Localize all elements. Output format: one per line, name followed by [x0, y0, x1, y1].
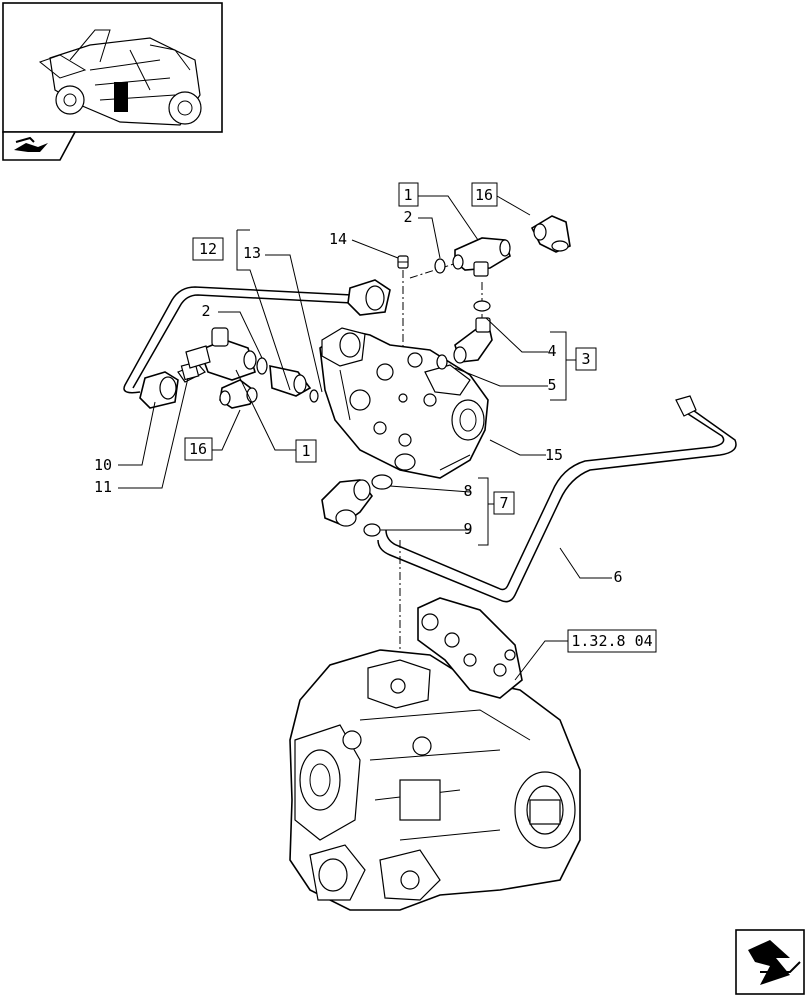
label-12[interactable]: 12: [192, 237, 224, 261]
exploded-view-tab-icon[interactable]: [2, 131, 77, 161]
seal-8: [371, 474, 393, 490]
label-4[interactable]: 4: [547, 342, 556, 360]
svg-text:16: 16: [475, 186, 493, 204]
pipe-10: [123, 279, 391, 409]
tee-fitting-1-top: [452, 237, 511, 277]
svg-text:7: 7: [499, 494, 508, 512]
label-16-top[interactable]: 16: [471, 182, 498, 207]
svg-text:16: 16: [189, 440, 207, 458]
label-1-top[interactable]: 1: [398, 182, 419, 207]
seal-4: [473, 300, 491, 312]
leader-lines: [118, 195, 612, 681]
label-reference-1-32-8-04[interactable]: 1.32.8 04: [567, 629, 657, 653]
label-10[interactable]: 10: [94, 456, 112, 474]
adapter-13: [269, 364, 319, 403]
svg-text:1: 1: [301, 442, 310, 460]
svg-text:1.32.8 04: 1.32.8 04: [571, 632, 652, 650]
elbow-fitting-16-top: [530, 215, 571, 253]
label-14[interactable]: 14: [329, 230, 347, 248]
label-1-left[interactable]: 1: [295, 439, 317, 463]
svg-text:1: 1: [403, 186, 412, 204]
label-8[interactable]: 8: [463, 482, 472, 500]
tee-fitting-left: [185, 327, 257, 381]
label-2-left[interactable]: 2: [201, 302, 210, 320]
bolt-14: [397, 255, 409, 269]
overview-thumbnail[interactable]: [2, 2, 223, 161]
seal-ring-right: [436, 354, 448, 370]
seal-ring-left: [256, 357, 268, 375]
label-3[interactable]: 3: [575, 347, 597, 371]
elbow-fitting-16-left: [219, 379, 258, 409]
svg-text:3: 3: [581, 350, 590, 368]
label-13[interactable]: 13: [243, 244, 261, 262]
tractor-overview-thumbnail-icon: [38, 29, 202, 126]
pipe-6: [377, 395, 737, 603]
seal-9: [363, 523, 381, 537]
label-11[interactable]: 11: [94, 478, 112, 496]
hydraulic-pump: [289, 597, 581, 911]
label-9[interactable]: 9: [463, 520, 472, 538]
svg-text:12: 12: [199, 240, 217, 258]
label-2-top[interactable]: 2: [403, 208, 412, 226]
elbow-fitting-5: [453, 317, 493, 364]
elbow-pipe-fitting: [321, 479, 373, 527]
seal-2-top: [434, 258, 446, 274]
label-7[interactable]: 7: [493, 491, 515, 515]
label-5[interactable]: 5: [547, 376, 556, 394]
label-16-left[interactable]: 16: [184, 437, 213, 461]
next-page-arrow-icon: [748, 940, 801, 985]
label-6[interactable]: 6: [613, 568, 622, 586]
label-15[interactable]: 15: [545, 446, 563, 464]
next-page-arrow-button[interactable]: [735, 929, 805, 995]
